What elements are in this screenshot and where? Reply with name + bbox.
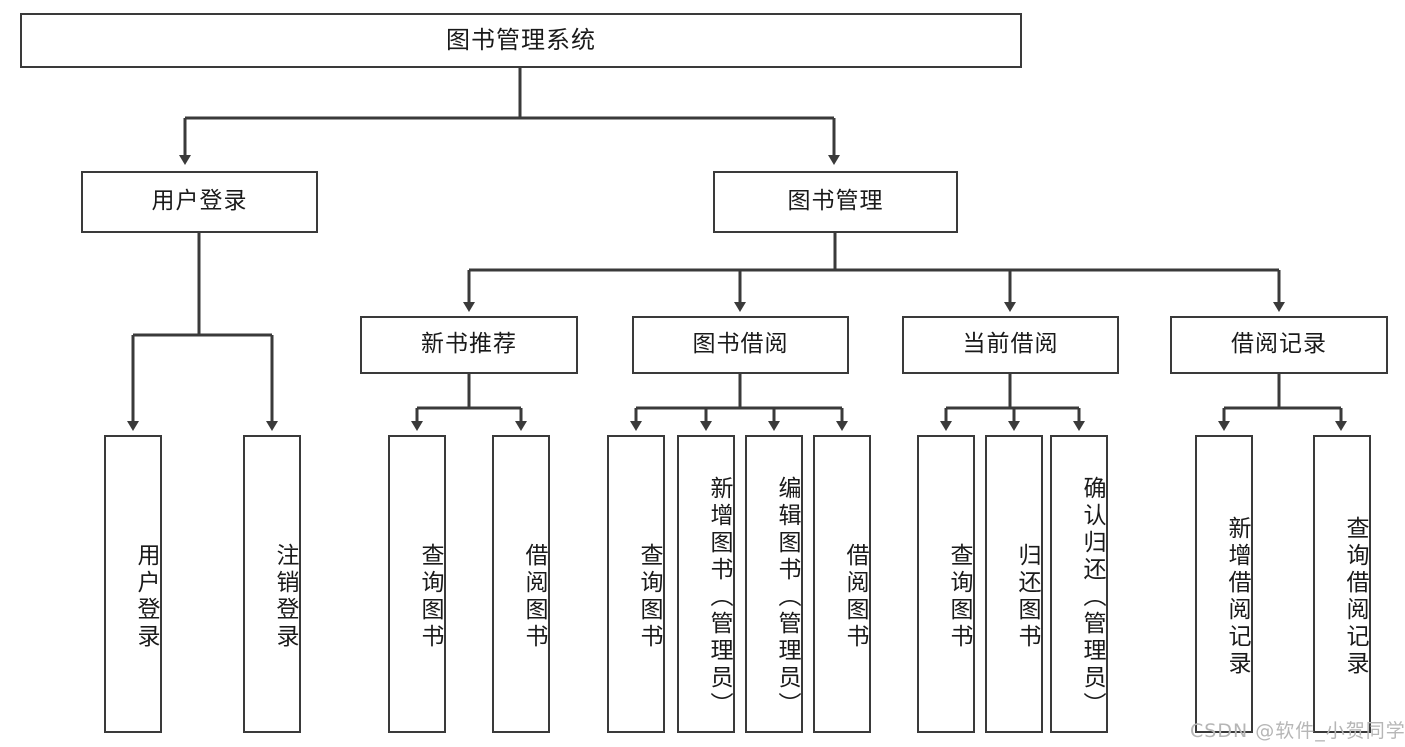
leaf-query-book-3[interactable]: 查询图书 [917, 435, 975, 733]
leaf-borrow-book-1-label: 借阅图书 [521, 543, 547, 651]
node-book-borrow[interactable]: 图书借阅 [632, 316, 849, 374]
leaf-user-login-label: 用户登录 [133, 543, 159, 651]
leaf-confirm-return[interactable]: 确认归还（管理员） [1050, 435, 1108, 733]
leaf-query-record-label: 查询借阅记录 [1342, 516, 1368, 678]
watermark-text: CSDN @软件_小贺同学 [1190, 720, 1405, 742]
node-user-login[interactable]: 用户登录 [81, 171, 318, 233]
leaf-query-record[interactable]: 查询借阅记录 [1313, 435, 1371, 733]
node-book-manage[interactable]: 图书管理 [713, 171, 958, 233]
node-current-borrow[interactable]: 当前借阅 [902, 316, 1119, 374]
leaf-borrow-book-2-label: 借阅图书 [842, 543, 868, 651]
leaf-confirm-return-label: 确认归还（管理员） [1079, 475, 1105, 719]
leaf-return-book[interactable]: 归还图书 [985, 435, 1043, 733]
leaf-add-record-label: 新增借阅记录 [1224, 516, 1250, 678]
node-root[interactable]: 图书管理系统 [20, 13, 1022, 68]
leaf-edit-book-label: 编辑图书（管理员） [774, 475, 800, 719]
leaf-query-book-1[interactable]: 查询图书 [388, 435, 446, 733]
leaf-add-book-label: 新增图书（管理员） [706, 475, 732, 719]
leaf-query-book-3-label: 查询图书 [946, 543, 972, 651]
node-user-login-label: 用户登录 [151, 188, 248, 215]
node-current-borrow-label: 当前借阅 [962, 331, 1059, 358]
leaf-user-login[interactable]: 用户登录 [104, 435, 162, 733]
leaf-edit-book[interactable]: 编辑图书（管理员） [745, 435, 803, 733]
node-book-manage-label: 图书管理 [787, 188, 884, 215]
leaf-query-book-2-label: 查询图书 [636, 543, 662, 651]
leaf-query-book-2[interactable]: 查询图书 [607, 435, 665, 733]
leaf-borrow-book-2[interactable]: 借阅图书 [813, 435, 871, 733]
node-borrow-record-label: 借阅记录 [1231, 331, 1327, 358]
node-borrow-record[interactable]: 借阅记录 [1170, 316, 1388, 374]
leaf-query-book-1-label: 查询图书 [417, 543, 443, 651]
node-new-book-recommend-label: 新书推荐 [421, 331, 517, 358]
node-new-book-recommend[interactable]: 新书推荐 [360, 316, 578, 374]
node-root-label: 图书管理系统 [446, 26, 596, 55]
leaf-add-book[interactable]: 新增图书（管理员） [677, 435, 735, 733]
leaf-add-record[interactable]: 新增借阅记录 [1195, 435, 1253, 733]
leaf-borrow-book-1[interactable]: 借阅图书 [492, 435, 550, 733]
node-book-borrow-label: 图书借阅 [692, 331, 789, 358]
leaf-logout-login[interactable]: 注销登录 [243, 435, 301, 733]
leaf-logout-login-label: 注销登录 [272, 543, 298, 651]
leaf-return-book-label: 归还图书 [1014, 543, 1040, 651]
